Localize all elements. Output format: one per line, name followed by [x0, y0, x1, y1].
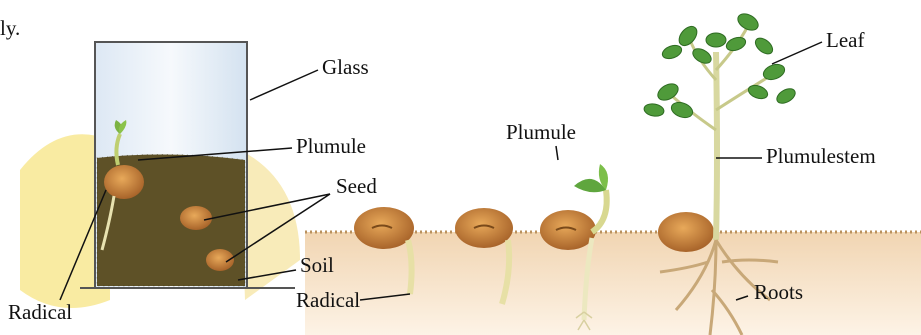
ground-strip [305, 232, 921, 335]
header-fragment: ly. [0, 18, 20, 39]
label-soil: Soil [300, 255, 334, 276]
label-plumule-stem: Plumulestem [766, 146, 876, 167]
label-glass: Glass [322, 57, 369, 78]
label-radical-left: Radical [8, 302, 72, 323]
label-plumule-mid: Plumule [506, 122, 576, 143]
label-seed: Seed [336, 176, 377, 197]
label-leaf: Leaf [826, 30, 864, 51]
label-roots: Roots [754, 282, 803, 303]
label-plumule-left: Plumule [296, 136, 366, 157]
label-radical-mid: Radical [296, 290, 360, 311]
